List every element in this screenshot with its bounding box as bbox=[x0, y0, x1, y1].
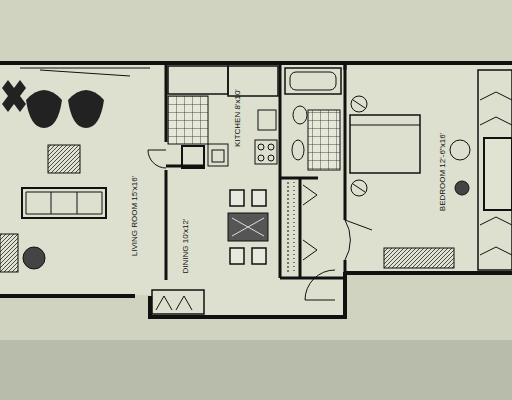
room-label: BEDROOM 12'-6"x16' bbox=[439, 133, 447, 211]
room-label: LIVING ROOM 15'x16' bbox=[131, 176, 139, 256]
room-label: DINING 10'x12' bbox=[182, 218, 190, 273]
room-label: KITCHEN 8'x10' bbox=[234, 89, 242, 147]
